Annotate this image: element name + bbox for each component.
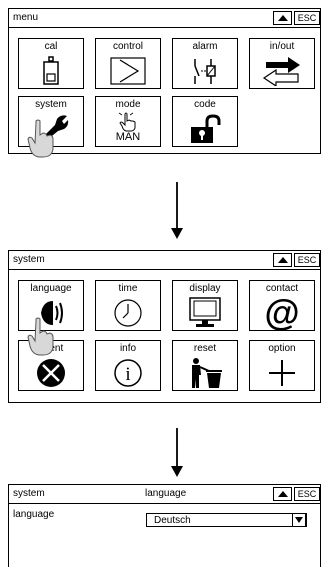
tile-control[interactable]: control — [95, 38, 161, 89]
tile-label: in/out — [269, 41, 295, 52]
tile-label: language — [30, 283, 72, 294]
monitor-icon — [173, 296, 237, 329]
trash-person-icon — [173, 356, 237, 389]
hand-pointer-icon: MAN — [96, 110, 160, 145]
tile-label: cal — [44, 41, 58, 52]
x-circle-icon — [19, 356, 83, 389]
control-arrow-icon — [96, 54, 160, 87]
tile-label: reset — [193, 343, 217, 354]
tile-reset[interactable]: reset — [172, 340, 238, 391]
relay-icon — [173, 54, 237, 87]
unlocked-padlock-icon — [173, 112, 237, 145]
wrench-icon — [19, 112, 83, 145]
system-screen: system ESC language time display — [8, 250, 321, 403]
tile-event[interactable]: event — [18, 340, 84, 391]
tile-label: event — [38, 343, 64, 354]
tile-time[interactable]: time — [95, 280, 161, 331]
tile-label: time — [118, 283, 138, 294]
svg-text:@: @ — [264, 296, 299, 330]
plus-icon — [250, 356, 314, 389]
menu-titlebar: menu ESC — [9, 9, 320, 28]
tile-label: system — [35, 99, 67, 110]
tile-label: code — [194, 99, 216, 110]
esc-button[interactable]: ESC — [294, 253, 320, 267]
system-titlebar: system ESC — [9, 251, 320, 270]
language-field-label: language — [13, 509, 55, 520]
tile-contact[interactable]: contact @ — [249, 280, 315, 331]
language-screen-title: system — [13, 488, 45, 499]
esc-button[interactable]: ESC — [294, 11, 320, 25]
tile-code[interactable]: code — [172, 96, 238, 147]
tile-system[interactable]: system — [18, 96, 84, 147]
tile-label: info — [119, 343, 137, 354]
svg-text:i: i — [125, 364, 130, 385]
tile-label: alarm — [192, 41, 218, 52]
system-title: system — [13, 254, 45, 265]
clock-icon — [96, 296, 160, 329]
speaker-icon — [19, 296, 83, 329]
menu-title: menu — [13, 12, 39, 23]
mode-man-label: MAN — [115, 131, 141, 143]
language-screen-subtitle: language — [145, 488, 187, 499]
language-titlebar: system language ESC — [9, 485, 320, 504]
up-button[interactable] — [273, 11, 292, 25]
at-sign-icon: @ — [250, 296, 314, 330]
language-screen: system language ESC language Deutsch — [8, 484, 321, 567]
tile-in-out[interactable]: in/out — [249, 38, 315, 89]
down-arrow-icon — [171, 428, 183, 477]
tile-label: display — [189, 283, 221, 294]
esc-button[interactable]: ESC — [294, 487, 320, 501]
language-select-value: Deutsch — [154, 515, 191, 526]
tile-option[interactable]: option — [249, 340, 315, 391]
tile-mode[interactable]: mode MAN — [95, 96, 161, 147]
tile-label: contact — [265, 283, 299, 294]
chevron-down-icon[interactable] — [292, 513, 306, 527]
in-out-arrows-icon — [250, 54, 314, 87]
tile-label: option — [268, 343, 296, 354]
tile-label: mode — [115, 99, 141, 110]
down-arrow-icon — [171, 182, 183, 239]
info-icon: i — [96, 356, 160, 389]
tile-info[interactable]: info i — [95, 340, 161, 391]
battery-icon — [19, 54, 83, 87]
language-select[interactable]: Deutsch — [146, 513, 307, 527]
tile-cal[interactable]: cal — [18, 38, 84, 89]
tile-display[interactable]: display — [172, 280, 238, 331]
tile-label: control — [112, 41, 143, 52]
tile-alarm[interactable]: alarm — [172, 38, 238, 89]
up-button[interactable] — [273, 487, 292, 501]
up-button[interactable] — [273, 253, 292, 267]
tile-language[interactable]: language — [18, 280, 84, 331]
menu-screen: menu ESC cal control alarm — [8, 8, 321, 158]
